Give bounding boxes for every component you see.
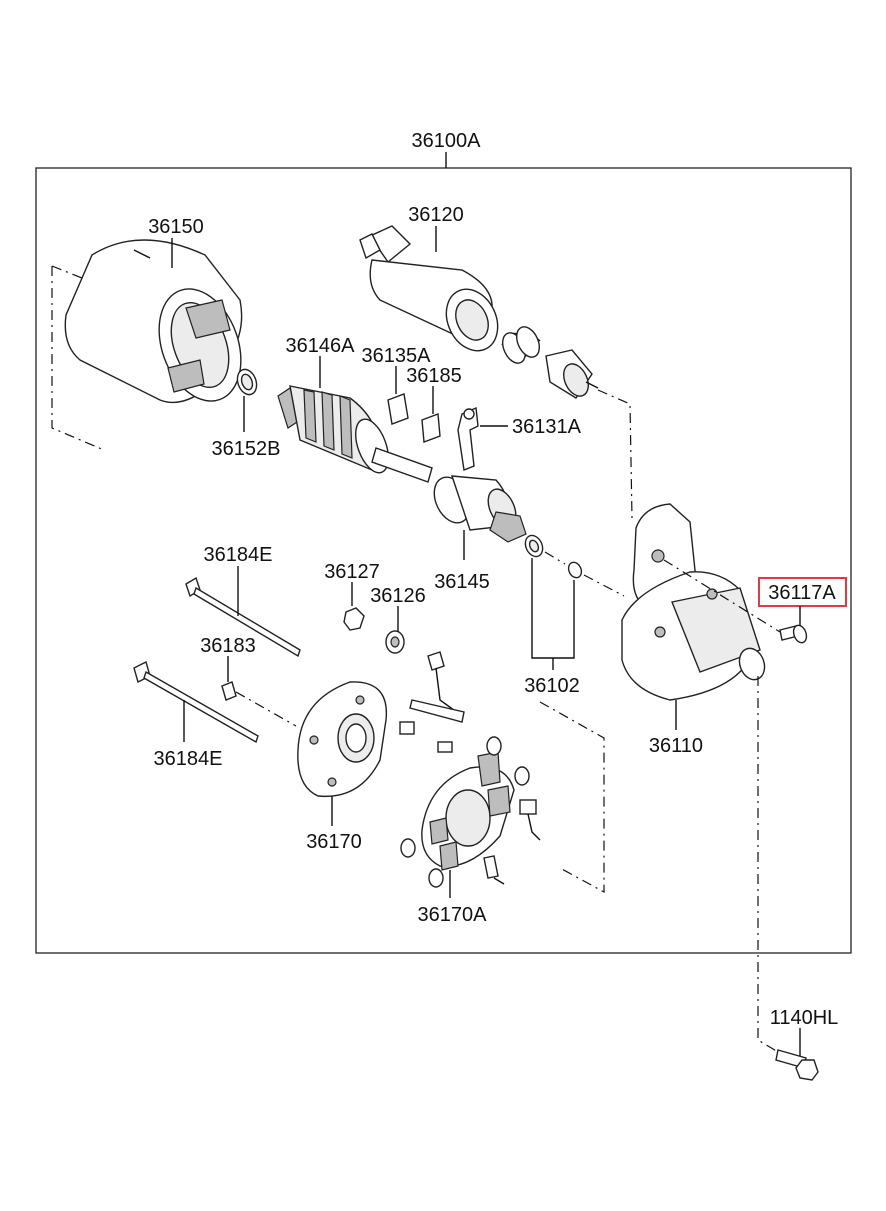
part-36184E-through-bolt-bottom[interactable]	[133, 660, 259, 744]
label-36152B[interactable]: 36152B	[212, 438, 281, 460]
dash-plunger-to-housing	[597, 389, 633, 519]
label-36184E-top[interactable]: 36184E	[204, 544, 273, 566]
part-36131A-lever[interactable]	[457, 406, 479, 471]
label-36184E-bottom[interactable]: 36184E	[154, 748, 223, 770]
label-36135A[interactable]: 36135A	[362, 345, 432, 367]
dash-36150	[51, 266, 105, 451]
part-terminal-lead[interactable]	[399, 651, 465, 753]
part-36152B-washer[interactable]	[234, 367, 260, 398]
dash-rings	[544, 551, 566, 565]
part-solenoid-plunger[interactable]	[545, 349, 599, 400]
label-36102[interactable]: 36102	[524, 675, 580, 697]
label-36185[interactable]: 36185	[406, 365, 462, 387]
label-36183[interactable]: 36183	[200, 635, 256, 657]
part-36185-plate[interactable]	[421, 413, 441, 443]
part-36146A-armature[interactable]	[277, 385, 433, 483]
assembly-label[interactable]: 36100A	[412, 130, 482, 152]
part-brush-springs[interactable]	[400, 736, 530, 888]
part-36170-rear-bracket[interactable]	[297, 681, 388, 798]
dash-36150-top	[51, 265, 83, 279]
part-36183-screw[interactable]	[221, 681, 237, 701]
part-36145-clutch[interactable]	[427, 471, 527, 543]
part-36110-front-housing[interactable]	[621, 503, 769, 701]
label-36170[interactable]: 36170	[306, 831, 362, 853]
part-36150-yoke-housing[interactable]	[64, 239, 255, 412]
highlight-box-36117A	[758, 577, 847, 607]
label-1140HL[interactable]: 1140HL	[770, 1007, 839, 1029]
part-brushes[interactable]	[483, 799, 541, 885]
dash-brush-holder	[539, 701, 605, 894]
dash-housing-bolt	[757, 676, 779, 1053]
part-36120-solenoid[interactable]	[359, 225, 507, 359]
part-36135A-plate[interactable]	[387, 393, 409, 425]
part-solenoid-spring[interactable]	[498, 323, 544, 366]
part-1140HL-bolt[interactable]	[775, 1049, 819, 1081]
dash-36117A	[663, 559, 781, 633]
dash-rings-housing	[583, 574, 625, 597]
label-36146A[interactable]: 36146A	[286, 335, 356, 357]
label-36117A[interactable]: 36117A	[768, 582, 836, 604]
part-36117A-screw[interactable]	[779, 623, 809, 644]
part-36170A-brush-holder[interactable]	[421, 751, 515, 871]
label-36170A[interactable]: 36170A	[418, 904, 488, 926]
label-36127[interactable]: 36127	[324, 561, 380, 583]
part-36127-nut[interactable]	[343, 607, 365, 631]
part-36102-ring-set[interactable]	[522, 533, 584, 580]
part-36126-washer[interactable]	[385, 630, 405, 654]
label-36150[interactable]: 36150	[148, 216, 204, 238]
label-36120[interactable]: 36120	[408, 204, 464, 226]
dash-36183	[235, 691, 297, 727]
label-36110[interactable]: 36110	[649, 735, 703, 757]
bracket-36102	[531, 558, 575, 670]
label-36126[interactable]: 36126	[370, 585, 426, 607]
label-36145[interactable]: 36145	[434, 571, 490, 593]
assembly-frame	[35, 167, 852, 954]
label-36131A[interactable]: 36131A	[512, 416, 582, 438]
part-36184E-through-bolt-top[interactable]	[185, 576, 301, 658]
